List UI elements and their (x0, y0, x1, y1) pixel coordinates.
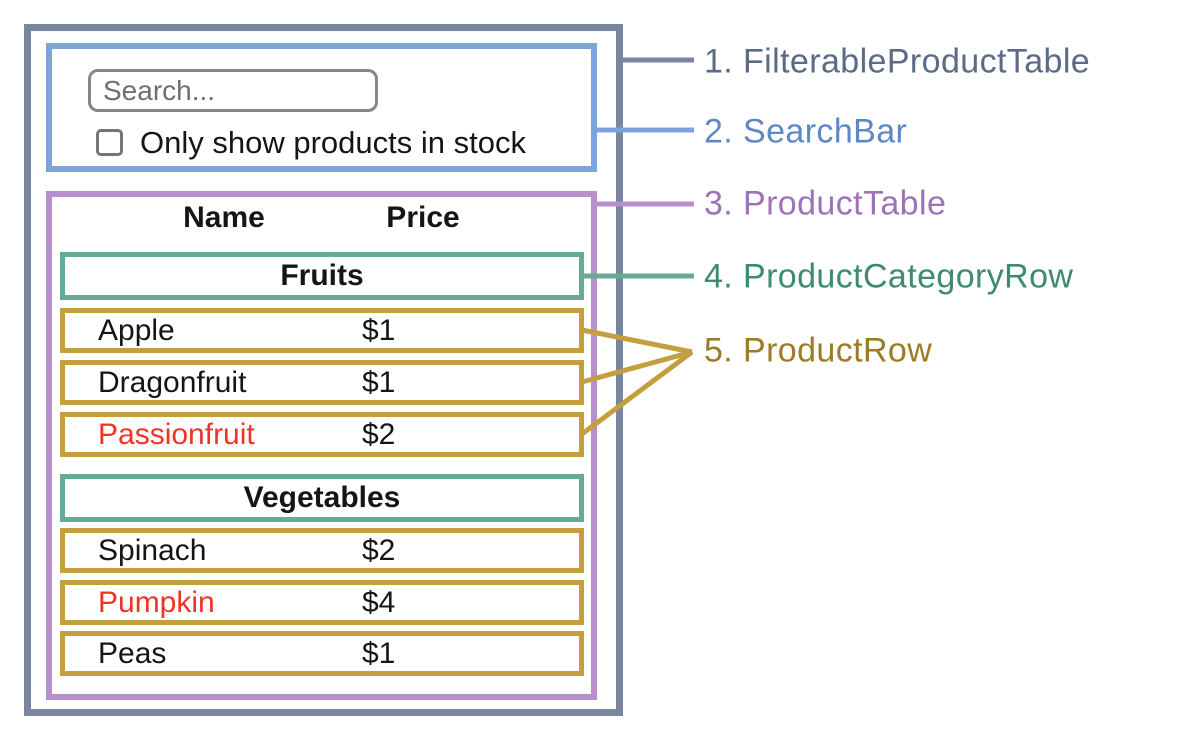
category-label: Vegetables (243, 481, 401, 514)
product-row-peas: Peas $1 (60, 631, 584, 676)
product-name: Peas (98, 636, 167, 670)
product-row-spinach: Spinach $2 (60, 528, 584, 573)
product-category-row-vegetables: Vegetables (60, 474, 584, 522)
product-price: $1 (362, 313, 396, 347)
product-price: $2 (362, 533, 396, 567)
product-row-passionfruit: Passionfruit $2 (60, 412, 584, 457)
column-header-price: Price (386, 201, 460, 234)
product-price: $2 (362, 417, 396, 451)
legend-label-product-row: 5. ProductRow (704, 331, 933, 370)
legend-label-product-category-row: 4. ProductCategoryRow (704, 257, 1074, 296)
product-price: $1 (362, 365, 396, 399)
product-category-row-fruits: Fruits (60, 252, 584, 300)
in-stock-checkbox[interactable] (96, 129, 123, 156)
product-price: $4 (362, 585, 396, 619)
search-input[interactable] (88, 69, 378, 112)
legend-label-filterable-product-table: 1. FilterableProductTable (704, 42, 1091, 81)
product-name: Apple (98, 313, 175, 347)
product-name: Spinach (98, 533, 207, 567)
product-price: $1 (362, 636, 396, 670)
product-name: Dragonfruit (98, 365, 247, 399)
product-row-dragonfruit: Dragonfruit $1 (60, 360, 584, 405)
column-header-name: Name (183, 201, 265, 234)
product-name: Pumpkin (98, 585, 215, 619)
category-label: Fruits (280, 259, 364, 292)
product-row-apple: Apple $1 (60, 308, 584, 353)
product-row-pumpkin: Pumpkin $4 (60, 580, 584, 625)
legend-label-search-bar: 2. SearchBar (704, 112, 908, 151)
legend-label-product-table: 3. ProductTable (704, 184, 947, 223)
in-stock-checkbox-label: Only show products in stock (140, 125, 526, 160)
product-name: Passionfruit (98, 417, 255, 451)
